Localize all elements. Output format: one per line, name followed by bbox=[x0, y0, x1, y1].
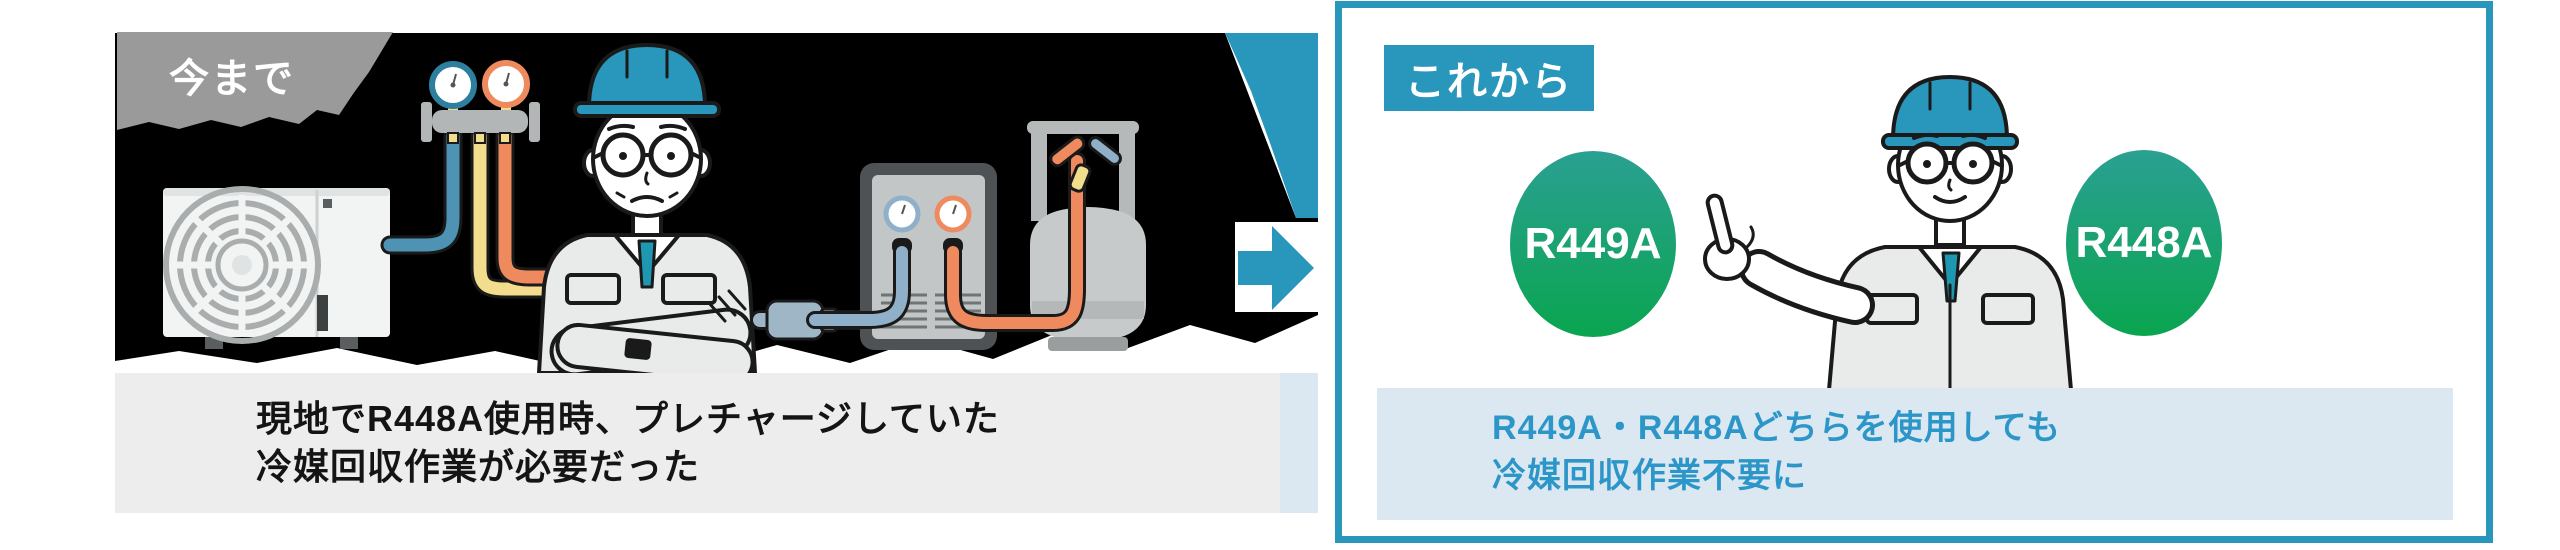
right-caption-line2: 冷媒回収作業不要に bbox=[1492, 457, 1807, 495]
manifold-hoses-icon bbox=[380, 126, 590, 299]
before-badge-label: 今まで bbox=[169, 57, 295, 101]
after-panel: これから bbox=[1335, 1, 2493, 543]
cylinder-valves-icon bbox=[1049, 135, 1122, 193]
r449a-label: R449A bbox=[1524, 219, 1662, 268]
smiling-worker-icon bbox=[1703, 75, 2073, 390]
manifold-gauges-icon bbox=[421, 60, 540, 144]
left-caption-line1: 現地でR448A使用時、プレチャージしていた bbox=[256, 398, 1000, 439]
refrigerant-circle-r448a: R448A bbox=[2066, 150, 2222, 336]
right-arrow-icon bbox=[1238, 226, 1314, 310]
transition-arrow-box bbox=[1235, 222, 1318, 312]
before-badge: 今まで bbox=[117, 32, 393, 130]
right-caption-line1: R449A・R448Aどちらを使用しても bbox=[1492, 409, 2061, 447]
caption-right-strip bbox=[1280, 373, 1318, 513]
left-scene-illustration bbox=[163, 43, 1146, 373]
left-caption-box: 現地でR448A使用時、プレチャージしていた 冷媒回収作業が必要だった bbox=[115, 373, 1318, 513]
left-caption-line2: 冷媒回収作業が必要だった bbox=[256, 446, 701, 487]
after-badge: これから bbox=[1384, 45, 1594, 111]
refrigerant-circle-r449a: R449A bbox=[1510, 151, 1676, 337]
right-caption-box: R449A・R448Aどちらを使用しても 冷媒回収作業不要に bbox=[1377, 388, 2453, 520]
frowning-worker-icon bbox=[537, 43, 757, 373]
outdoor-unit-icon bbox=[163, 186, 390, 349]
r448a-label: R448A bbox=[2075, 218, 2213, 267]
machine-hoses-icon bbox=[806, 152, 1086, 332]
after-badge-label: これから bbox=[1405, 60, 1573, 104]
